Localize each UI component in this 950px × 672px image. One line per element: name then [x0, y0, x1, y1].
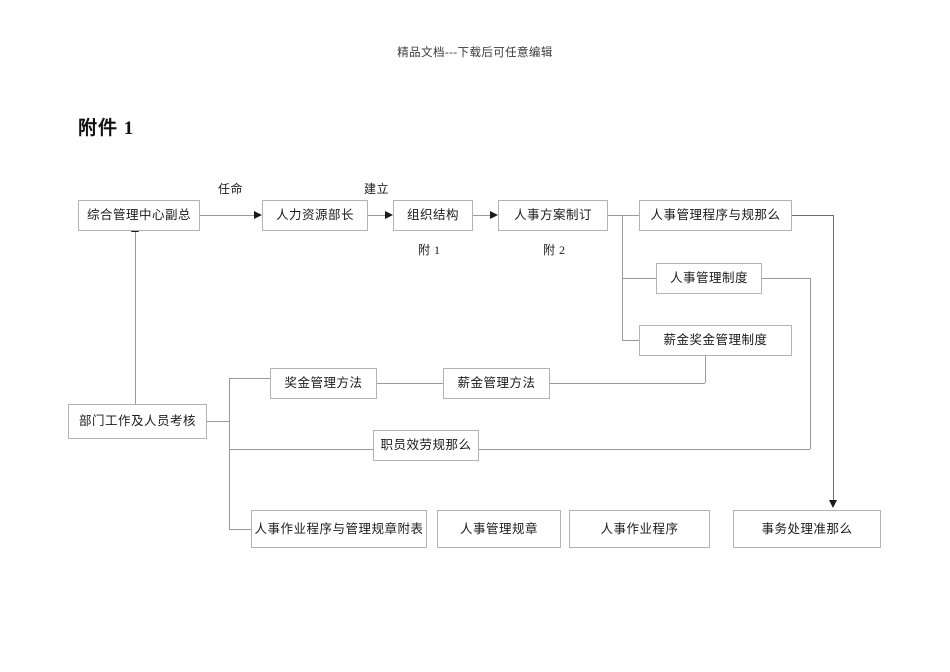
- edge-label-jianli: 建立: [364, 182, 390, 196]
- node-renshi-zuoye-chengxu[interactable]: 人事作业程序: [569, 510, 710, 548]
- node-renli-ziyuan-buzhang[interactable]: 人力资源部长: [262, 200, 368, 231]
- edge-n7-down: [705, 356, 706, 383]
- edge-n10-to-n1: [135, 231, 136, 404]
- edge-n2-n3: [368, 215, 385, 216]
- node-jiangjin-guanli-fangfa[interactable]: 奖金管理方法: [270, 368, 377, 399]
- annotation-fu-1: 附 1: [418, 243, 441, 257]
- node-zhiyuan-xiaolao-guize[interactable]: 职员效劳规那么: [373, 430, 479, 461]
- node-shiwu-chuli-zhunze[interactable]: 事务处理准那么: [733, 510, 881, 548]
- node-zuzhi-jiegou[interactable]: 组织结构: [393, 200, 473, 231]
- edge-n8-n9: [377, 383, 443, 384]
- arrowhead-n3-n4: [490, 211, 498, 219]
- arrowhead-to-n15: [829, 500, 837, 508]
- edge-n10-to-bus: [207, 421, 229, 422]
- page-title: 附件 1: [78, 118, 135, 139]
- edge-n6-to-inner-rail: [762, 278, 810, 279]
- edge-n3-n4: [473, 215, 490, 216]
- inner-rail-vertical: [810, 278, 811, 449]
- edge-bus-to-n6: [622, 278, 656, 279]
- node-renshi-guanli-guizhang[interactable]: 人事管理规章: [437, 510, 561, 548]
- right-rail-vertical: [833, 215, 834, 501]
- edge-n5-to-right-rail: [792, 215, 834, 216]
- edge-n11-to-inner-rail: [479, 449, 810, 450]
- node-zonghe-guanli-zhongxin-fuzong[interactable]: 综合管理中心副总: [78, 200, 200, 231]
- node-xinjin-jiangjin-guanli-zhidu[interactable]: 薪金奖金管理制度: [639, 325, 792, 356]
- watermark-text: 精品文档---下载后可任意编辑: [397, 47, 553, 59]
- node-renshi-guanli-zhidu[interactable]: 人事管理制度: [656, 263, 762, 294]
- node-bumen-gongzuo-ji-renyuan-kaohe[interactable]: 部门工作及人员考核: [68, 404, 207, 439]
- edge-bus-to-n11: [229, 449, 373, 450]
- node-xinjin-guanli-fangfa[interactable]: 薪金管理方法: [443, 368, 550, 399]
- edge-bus-to-n7: [622, 340, 639, 341]
- arrowhead-n2-n3: [385, 211, 393, 219]
- edge-bus-to-n12: [229, 529, 251, 530]
- edge-bus-to-n8: [229, 378, 270, 379]
- edge-label-renming: 任命: [218, 182, 244, 196]
- annotation-fu-2: 附 2: [543, 243, 566, 257]
- node-renshi-fangan-zhiding[interactable]: 人事方案制订: [498, 200, 608, 231]
- edge-n4-n5: [608, 215, 639, 216]
- edge-n1-n2: [200, 215, 254, 216]
- arrowhead-n1-n2: [254, 211, 262, 219]
- edge-n7-to-n9: [550, 383, 705, 384]
- node-renshi-guanli-chengxu-yu-guize[interactable]: 人事管理程序与规那么: [639, 200, 792, 231]
- edge-bus-left-column: [229, 378, 230, 529]
- node-renshi-zuoye-chengxu-yu-guanli-guizhang-fubiao[interactable]: 人事作业程序与管理规章附表: [251, 510, 427, 548]
